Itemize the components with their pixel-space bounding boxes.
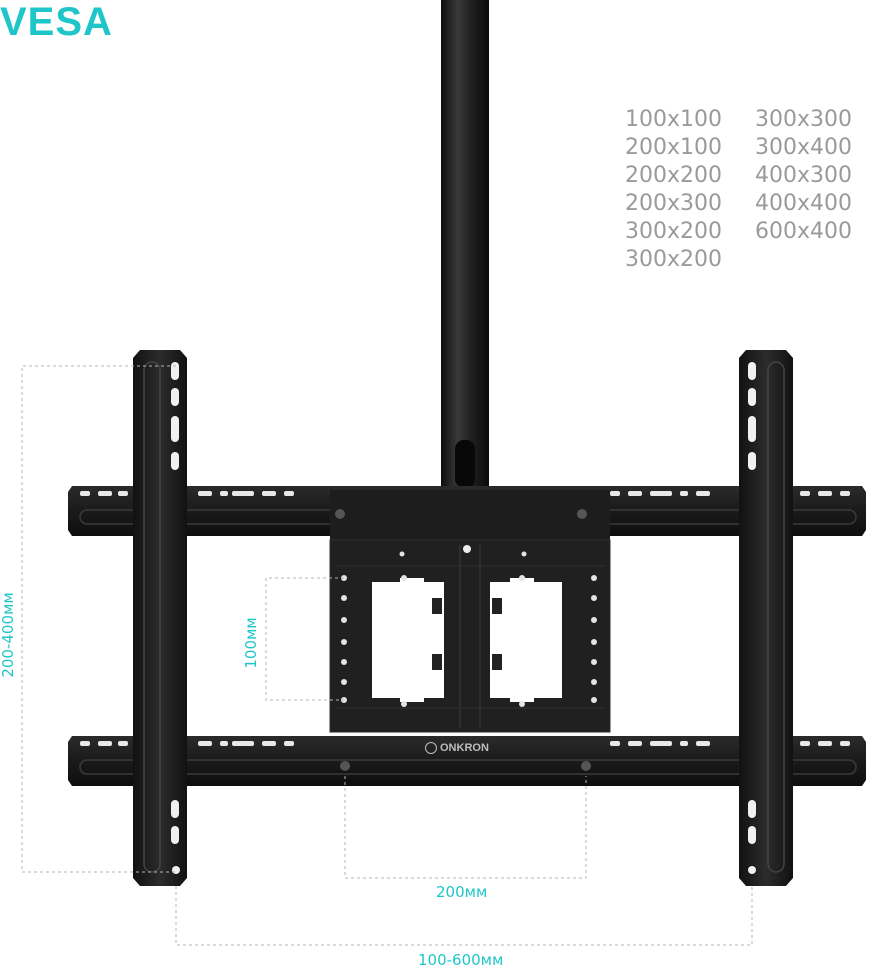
plate-width-label: 200мм xyxy=(436,883,488,901)
vesa-size: 300x200 xyxy=(625,219,723,244)
plate-height-label: 100мм xyxy=(242,617,260,669)
brand-name: ONKRON xyxy=(440,742,489,754)
bar-slots xyxy=(80,491,850,746)
vesa-size: 300x200 xyxy=(625,247,723,272)
left-vertical-rail xyxy=(133,350,187,886)
vesa-size: 200x300 xyxy=(625,191,723,216)
center-plate xyxy=(150,490,775,771)
brand-logo: ONKRON xyxy=(425,742,489,754)
vertical-range-label: 200-400мм xyxy=(0,592,17,678)
vesa-size: 400x300 xyxy=(755,163,853,188)
vesa-size: 200x200 xyxy=(625,163,723,188)
right-vertical-rail xyxy=(739,350,793,886)
lower-horizontal-bar xyxy=(68,736,866,786)
ceiling-pole xyxy=(441,0,489,488)
vesa-size: 300x400 xyxy=(755,135,853,160)
vesa-size: 100x100 xyxy=(625,107,723,132)
guide-plate-height xyxy=(265,577,344,701)
vesa-size: 200x100 xyxy=(625,135,723,160)
dimension-guides xyxy=(21,365,753,946)
vesa-size: 400x400 xyxy=(755,191,853,216)
vesa-size: 300x300 xyxy=(755,107,853,132)
horizontal-range-label: 100-600мм xyxy=(418,951,504,969)
vesa-list-right: 300x300 300x400 400x300 400x400 600x400 xyxy=(755,106,852,246)
onkron-logo-icon xyxy=(425,742,437,754)
pole-slot xyxy=(455,440,475,488)
vesa-list-left: 100x100 200x100 200x200 200x300 300x200 … xyxy=(625,106,722,274)
guide-plate-width xyxy=(344,776,587,879)
vesa-size: 600x400 xyxy=(755,219,853,244)
vesa-title: VESA xyxy=(0,0,113,44)
